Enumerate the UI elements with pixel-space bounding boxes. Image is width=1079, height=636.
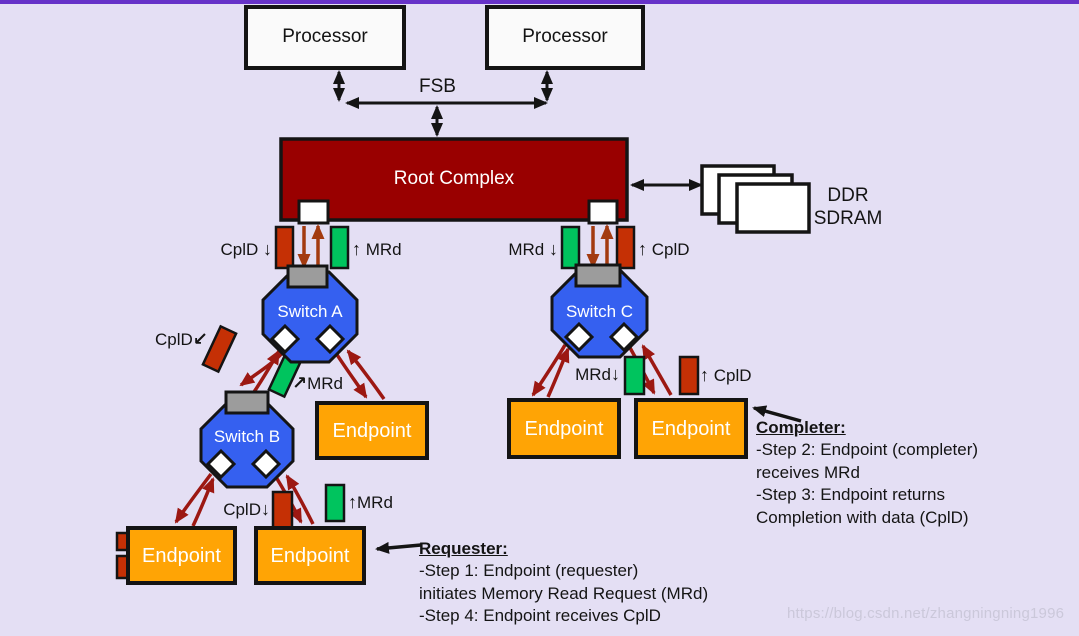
completer-callout-arrow [752,405,802,423]
completer-note: Completer: -Step 2: Endpoint (completer)… [756,417,978,529]
switch-b-downstream-port-left [205,448,237,480]
ddr-sdram-chip-front [735,182,811,234]
completer-line: receives MRd [756,462,860,482]
endpoint-a-box [315,401,429,460]
arrow-switch-b-to-switch-a-up [252,349,281,393]
switch-a-downstream-port-right [314,323,346,355]
requester-line: -Step 1: Endpoint (requester) [419,561,639,581]
switch-a-downstream-port-left [269,323,301,355]
up-arrow-icon: ↑ [348,492,357,512]
endpoint-c2-box [634,398,748,459]
requester-title: Requester: [419,539,508,558]
tlp-block-cpld-switch-b [271,490,294,531]
switch-a-upstream-port [286,264,329,289]
tlp-label-mrd-link-ab: ↗MRd [292,373,343,393]
tlp-label-cpld-link-ab: CplD↙ [155,329,208,349]
processor-left-label: Processor [282,26,368,48]
tlp-label-mrd-switch-c: MRd↓ [575,364,620,384]
arrow-endpoint-b1-to-switch-b-up [191,477,215,527]
requester-callout-arrow [375,541,422,554]
processor-right-box [485,5,645,70]
switch-b-upstream-port [224,390,270,415]
tlp-block-mrd-switch-b [324,483,346,523]
tlp-label-cpld-switch-b: CplD↓ [223,499,270,519]
up-arrow-icon: ↑ [352,239,361,259]
processor-right-label: Processor [522,26,608,48]
root-port-left [297,199,330,225]
tlp-block-mrd-root-a [329,225,350,270]
tlp-block-cpld-link-ab [201,324,238,374]
tlp-block-cpld-switch-c [678,355,700,396]
arrow-endpoint-c2-to-switch-c-up [641,344,673,396]
arrow-endpoint-a-to-switch-a-up [346,349,386,401]
completer-line: -Step 3: Endpoint returns [756,485,946,505]
endpoint-b1-label: Endpoint [142,544,221,567]
tlp-label-cpld-root-a: CplD ↓ [220,239,272,259]
tlp-block-cpld-root-c [615,225,636,270]
fsb-label: FSB [419,75,456,97]
switch-a-label: Switch A [277,301,343,321]
endpoint-c1-box [507,398,621,459]
down-left-arrow-icon: ↙ [192,329,208,349]
switch-c-downstream-port-left [563,321,595,353]
tlp-label-mrd-root-c: MRd ↓ [508,239,558,259]
down-arrow-icon: ↓ [549,239,558,259]
completer-line: -Step 2: Endpoint (completer) [756,440,979,460]
down-arrow-icon: ↓ [263,239,272,259]
endpoint-c2-label: Endpoint [651,417,731,440]
switch-c-label: Switch C [565,301,634,321]
watermark-url: https://blog.csdn.net/zhangningning1996 [787,605,1065,622]
root-port-right [587,199,619,225]
switch-b-downstream-port-right [250,448,282,480]
tlp-block-mrd-switch-c [623,355,646,396]
up-arrow-icon: ↑ [700,365,709,385]
root-complex-box [279,137,629,222]
completer-line: Completion with data (CplD) [756,507,969,527]
requester-line: -Step 4: Endpoint receives CplD [419,606,661,626]
switch-c-downstream-port-right [608,321,640,353]
switch-b-label: Switch B [213,426,281,446]
tlp-label-mrd-switch-b: ↑MRd [348,492,393,512]
tlp-label-cpld-root-c: ↑ CplD [638,239,690,259]
endpoint-b1-box [126,526,237,585]
endpoint-b2-box [254,526,366,585]
endpoint-a-label: Endpoint [332,419,412,442]
tlp-label-cpld-switch-c: ↑ CplD [700,365,752,385]
up-right-arrow-icon: ↗ [292,373,308,393]
arrow-endpoint-c1-to-switch-c-up [546,347,570,398]
root-complex-label: Root Complex [393,168,515,190]
tlp-block-mrd-root-c [560,225,581,270]
requester-note: Requester: -Step 1: Endpoint (requester)… [419,538,708,628]
down-arrow-icon: ↓ [261,499,270,519]
switch-c-upstream-port [574,263,622,288]
tlp-block-cpld-root-a [274,225,295,270]
tlp-label-mrd-root-a: ↑ MRd [352,239,402,259]
arrow-endpoint-b2-to-switch-b-up [285,474,315,525]
completer-title: Completer: [756,418,846,437]
endpoint-b2-label: Endpoint [270,544,350,567]
endpoint-c1-label: Endpoint [524,417,604,440]
up-arrow-icon: ↑ [638,239,647,259]
requester-line: initiates Memory Read Request (MRd) [419,583,709,603]
down-arrow-icon: ↓ [611,364,620,384]
processor-left-box [244,5,406,70]
top-purple-bar [0,0,1079,4]
